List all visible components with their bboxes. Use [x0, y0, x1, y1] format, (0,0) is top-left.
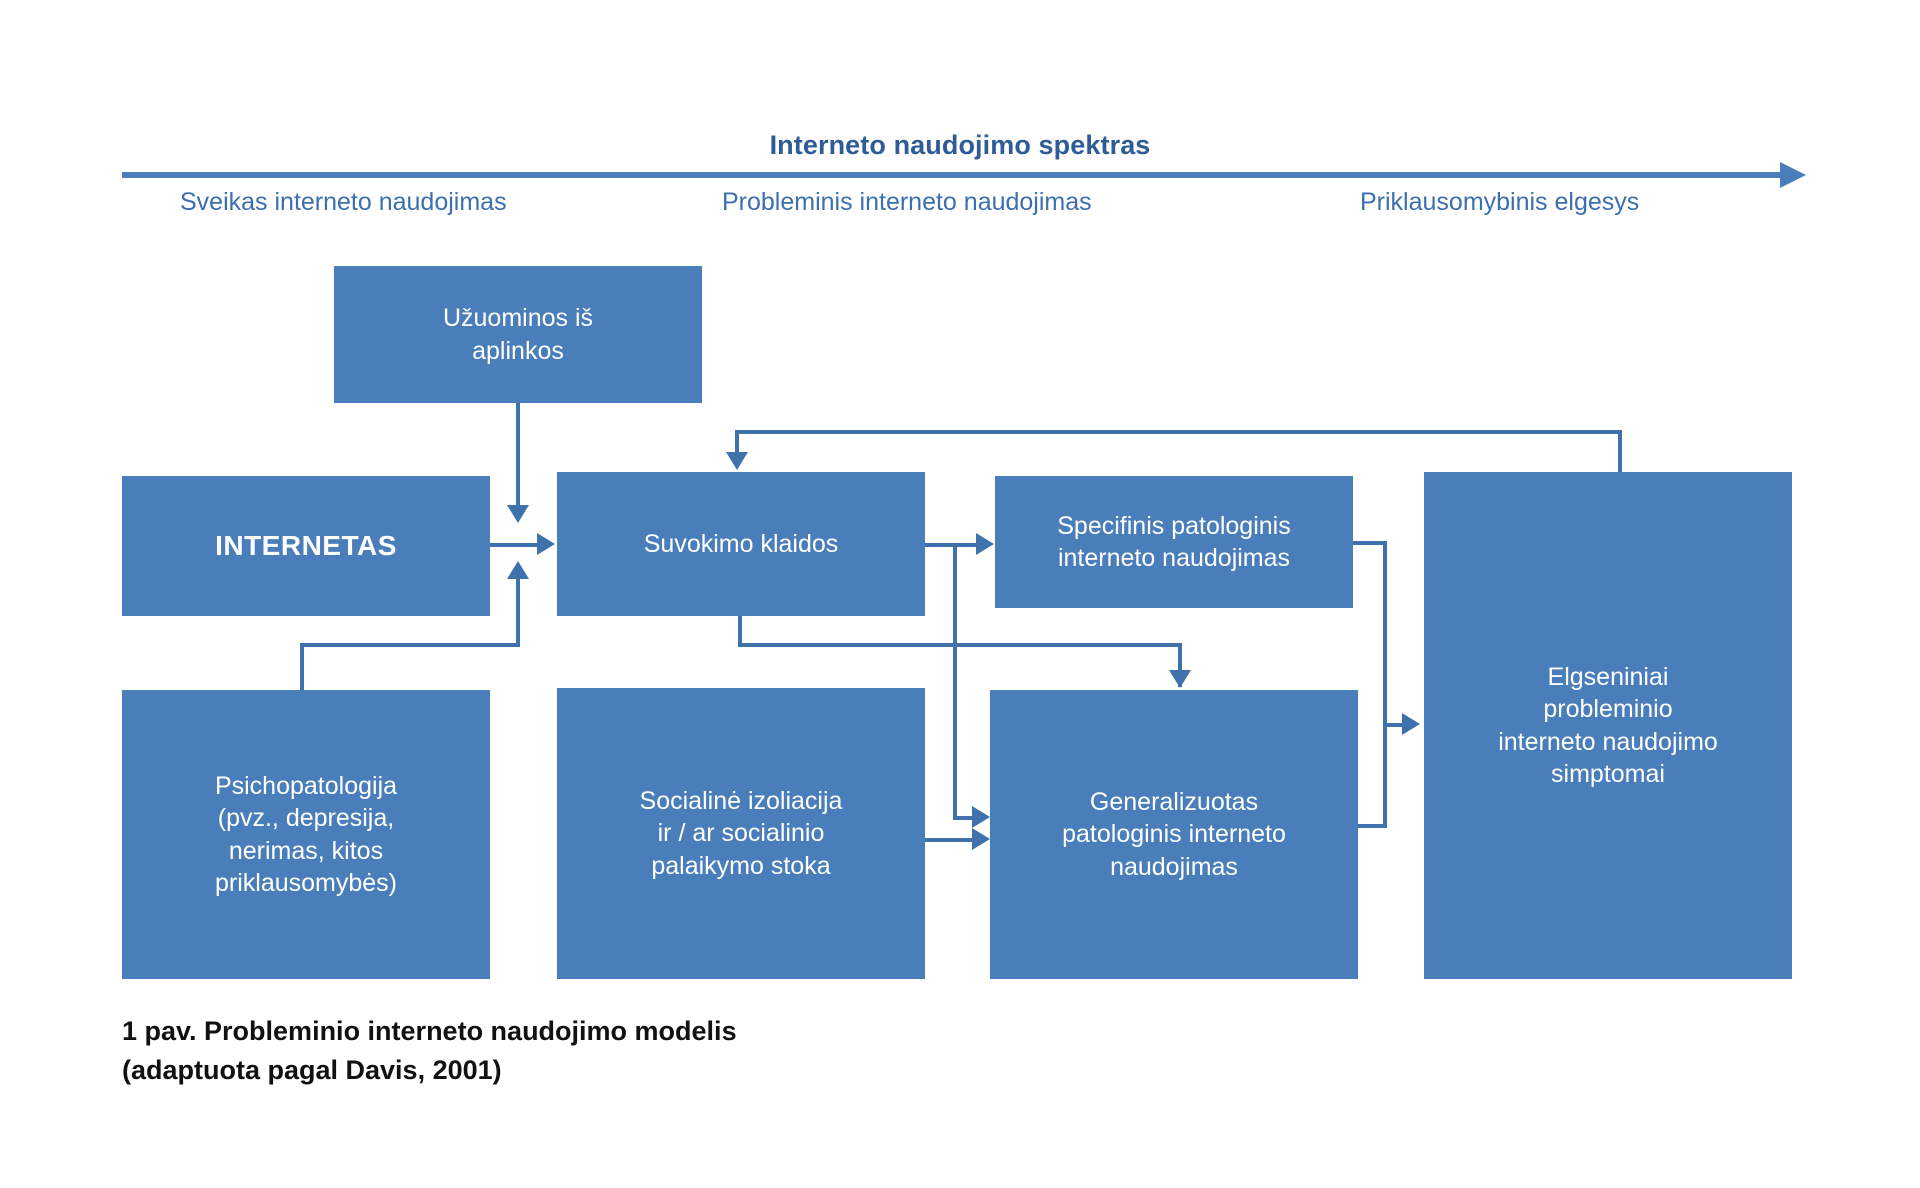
connector-psicho-to-internetas-arrow-icon: [507, 561, 529, 579]
connector-suvokimo-trunk-to-generalizuotas: [953, 816, 977, 820]
spectrum-label-healthy: Sveikas interneto naudojimas: [180, 188, 507, 216]
node-elgseniniai-simptomai[interactable]: Elgseniniai probleminio interneto naudoj…: [1424, 472, 1792, 979]
connector-elgseniniai-feedback-arrow-icon: [726, 452, 748, 470]
connector-internetas-to-suvokimo-line: [490, 543, 539, 547]
node-internetas[interactable]: INTERNETAS: [122, 476, 490, 616]
connector-suvokimo-trunk-vertical: [953, 545, 957, 818]
connector-suvokimo-to-specifinis-arrow-icon: [976, 533, 994, 555]
node-specifinis-patologinis-interneto-naudojimas[interactable]: Specifinis patologinis interneto naudoji…: [995, 476, 1353, 608]
connector-suvokimo-to-generalizuotas-horizontal: [738, 643, 1182, 647]
node-suvokimo-klaidos[interactable]: Suvokimo klaidos: [557, 472, 925, 616]
connector-suvokimo-to-generalizuotas-vertical-b: [1178, 643, 1182, 687]
connector-uzuominos-to-suvokimo-vertical: [516, 403, 520, 508]
node-uzuominos-is-aplinkos[interactable]: Užuominos iš aplinkos: [334, 266, 702, 403]
connector-uzuominos-to-suvokimo-arrow-icon: [507, 505, 529, 523]
spectrum-title: Interneto naudojimo spektras: [769, 130, 1151, 160]
connector-internetas-to-suvokimo-arrow-icon: [537, 533, 555, 555]
connector-suvokimo-to-specifinis-line: [925, 543, 979, 547]
connector-suvokimo-trunk-arrow-icon: [972, 806, 990, 828]
spectrum-axis-line: [122, 172, 1782, 178]
spectrum-label-problematic: Probleminis interneto naudojimas: [722, 188, 1092, 216]
connector-specifinis-to-elgseniniai-vertical: [1383, 541, 1387, 725]
connector-specifinis-to-elgseniniai-arrow-icon: [1402, 713, 1420, 735]
connector-suvokimo-to-generalizuotas-vertical-a: [738, 616, 742, 645]
connector-elgseniniai-feedback-vertical-a: [1618, 432, 1622, 474]
connector-elgseniniai-feedback-vertical-b: [735, 430, 739, 456]
connector-specifinis-to-elgseniniai-horizontal-a: [1353, 541, 1387, 545]
connector-suvokimo-to-generalizuotas-arrow-icon: [1169, 670, 1191, 688]
connector-socialine-to-generalizuotas-line: [925, 838, 977, 842]
connector-psicho-to-internetas-horizontal: [300, 643, 520, 647]
connector-socialine-to-generalizuotas-arrow-icon: [972, 828, 990, 850]
connector-elgseniniai-feedback-horizontal: [735, 430, 1622, 434]
connector-generalizuotas-to-elgseniniai-vertical: [1383, 723, 1387, 826]
spectrum-label-addictive: Priklausomybinis elgesys: [1360, 188, 1640, 216]
connector-specifinis-to-elgseniniai-horizontal-b: [1383, 723, 1407, 727]
connector-psicho-to-internetas-vertical-b: [516, 578, 520, 645]
node-generalizuotas-patologinis-interneto-naudojimas[interactable]: Generalizuotas patologinis interneto nau…: [990, 690, 1358, 979]
connector-generalizuotas-to-elgseniniai-horizontal: [1358, 824, 1387, 828]
node-socialine-izoliacija[interactable]: Socialinė izoliacija ir / ar socialinio …: [557, 688, 925, 979]
spectrum-arrow-icon: [1780, 162, 1806, 188]
figure-caption: 1 pav. Probleminio interneto naudojimo m…: [122, 1016, 737, 1086]
node-psichopatologija[interactable]: Psichopatologija (pvz., depresija, nerim…: [122, 690, 490, 979]
connector-psicho-to-internetas-vertical-a: [300, 645, 304, 692]
